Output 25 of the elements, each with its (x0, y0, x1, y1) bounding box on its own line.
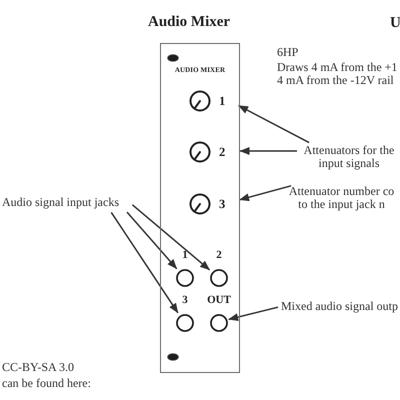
callout-text: Audio signal input jacks (2, 196, 130, 209)
module-panel (160, 43, 240, 373)
spec-note: 6HP (277, 45, 298, 59)
jack-label: 1 (182, 249, 188, 262)
jack-label: OUT (207, 294, 231, 307)
callout-text: Attenuator number co to the input jack n (285, 185, 398, 211)
source-note: can be found here: (2, 376, 91, 390)
spec-note: Draws 4 mA from the +1 (277, 60, 398, 74)
license-note: CC-BY-SA 3.0 (2, 360, 74, 374)
arrow (110, 212, 179, 314)
jack-label: 3 (182, 294, 188, 307)
spec-note: 4 mA from the -12V rail (277, 73, 394, 87)
arrow (126, 212, 178, 270)
arrow (238, 104, 310, 144)
arrow (228, 306, 278, 321)
arrow (132, 204, 210, 270)
arrow (239, 185, 292, 202)
arrow (240, 147, 297, 155)
jack-label: 2 (216, 249, 222, 262)
knob-number: 2 (219, 145, 226, 159)
knob-number: 3 (219, 197, 226, 211)
knob-number: 1 (219, 94, 226, 108)
callout-text: Attenuators for the input signals (300, 144, 398, 170)
callout-text: Mixed audio signal outp (281, 300, 398, 313)
page-title: Audio Mixer (148, 15, 230, 30)
